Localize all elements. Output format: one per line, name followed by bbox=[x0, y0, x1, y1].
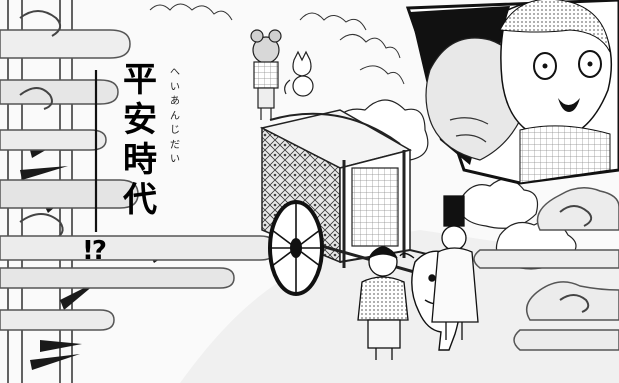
stylized-cloud bbox=[0, 10, 277, 331]
furigana: ん bbox=[170, 110, 180, 122]
fox-figure bbox=[284, 50, 314, 97]
furigana: い bbox=[170, 81, 180, 93]
title-kanji: 安 bbox=[123, 100, 157, 140]
furigana-column: へ い あ ん じ だ い bbox=[168, 66, 182, 168]
inset-panel bbox=[405, 0, 619, 185]
ox-cart bbox=[259, 109, 461, 296]
foliage-top bbox=[149, 3, 405, 85]
title-kanji: 時 bbox=[123, 140, 157, 180]
title-kanji: 平 bbox=[123, 60, 157, 100]
courtier-figure bbox=[431, 195, 479, 340]
interrobang-mark: !? bbox=[82, 236, 107, 266]
furigana: だ bbox=[170, 139, 180, 151]
furigana: い bbox=[170, 154, 180, 165]
furigana: へ bbox=[170, 67, 180, 78]
title-kanji: 代 bbox=[123, 180, 157, 220]
child-figure bbox=[357, 246, 409, 360]
vertical-title: 平 安 時 代 bbox=[118, 60, 162, 220]
girl-figure bbox=[250, 29, 282, 120]
furigana: あ bbox=[170, 96, 180, 107]
furigana: じ bbox=[170, 125, 180, 136]
stylized-cloud-right bbox=[473, 187, 619, 351]
